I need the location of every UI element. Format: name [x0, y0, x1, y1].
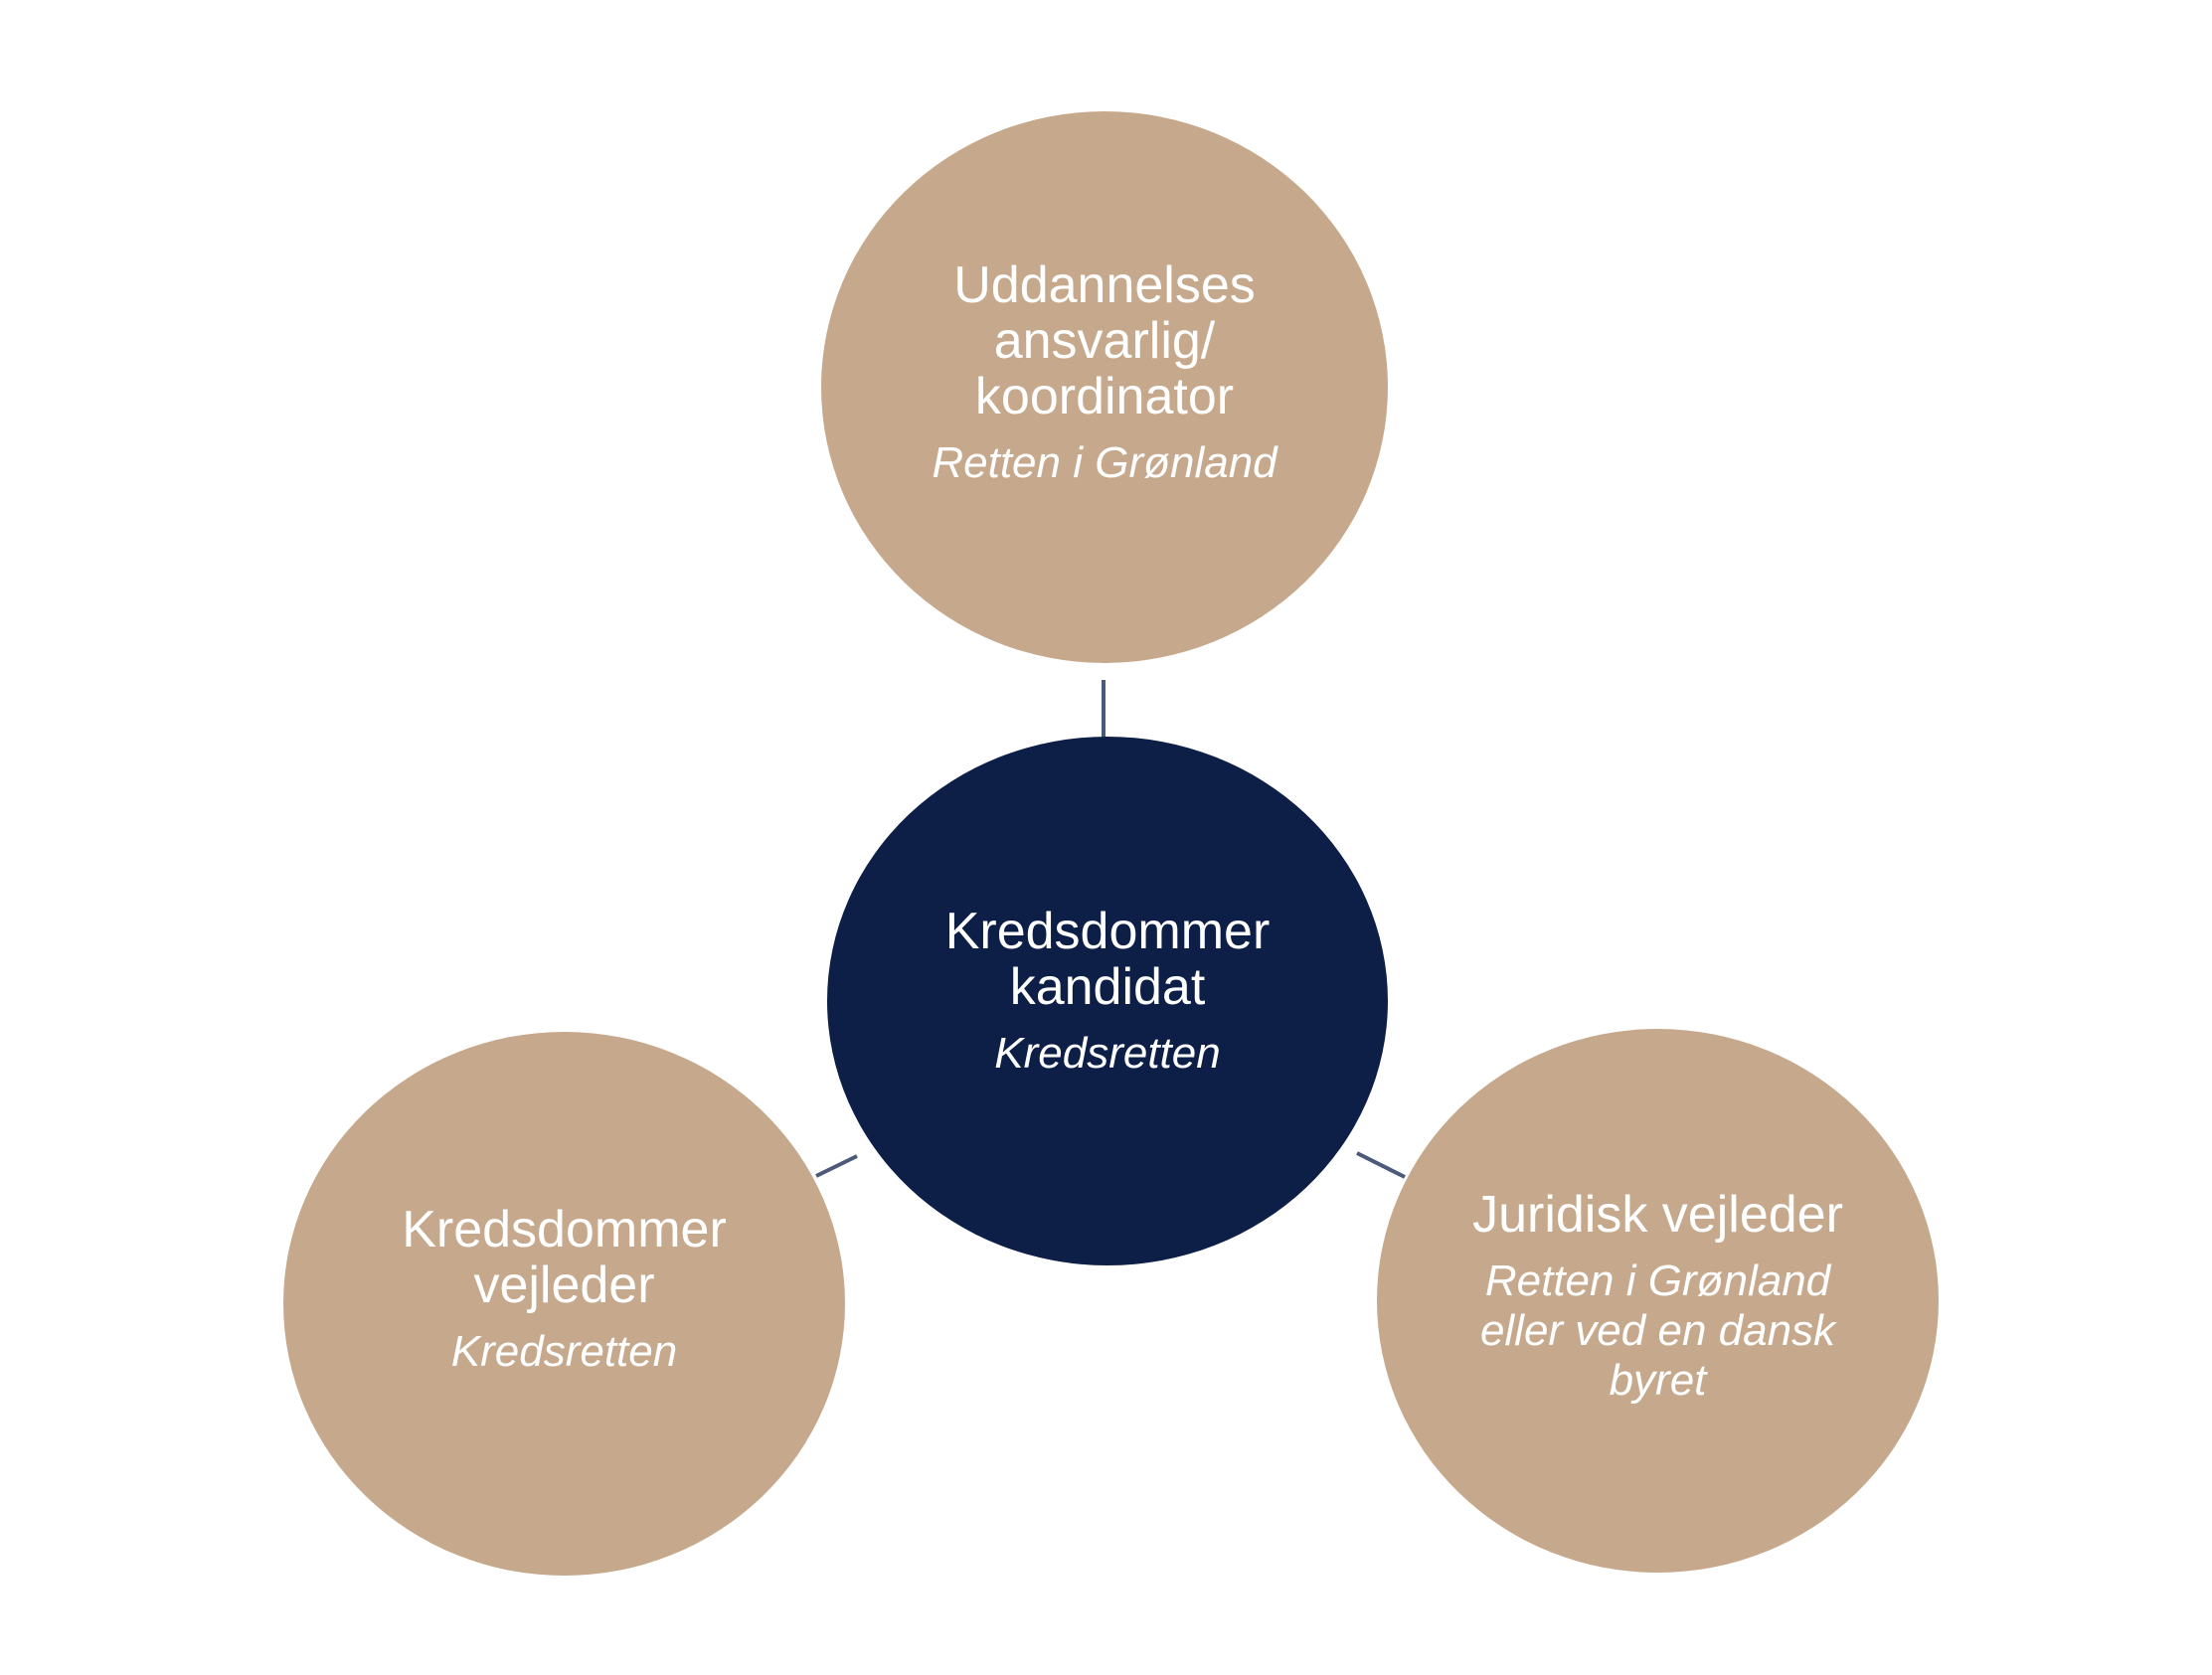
- node-title: Kredsdommer vejleder: [402, 1200, 727, 1314]
- node-hub-candidate: Kredsdommer kandidat Kredsretten: [827, 737, 1388, 1265]
- node-judge-supervisor: Kredsdommer vejleder Kredsretten: [283, 1032, 845, 1576]
- node-legal-supervisor: Juridisk vejleder Retten i Grønland elle…: [1377, 1029, 1939, 1573]
- connector-bottom-right: [1356, 1151, 1406, 1179]
- node-subtitle: Kredsretten: [450, 1326, 678, 1376]
- node-subtitle: Retten i Grønland eller ved en dansk byr…: [1479, 1256, 1836, 1405]
- node-title: Kredsdommer kandidat: [944, 903, 1271, 1016]
- connector-bottom-left: [815, 1154, 858, 1178]
- node-education-coordinator: Uddannelses ansvarlig/ koordinator Rette…: [821, 111, 1388, 663]
- node-subtitle: Retten i Grønland: [932, 437, 1277, 487]
- node-subtitle: Kredsretten: [994, 1029, 1221, 1078]
- node-title: Juridisk vejleder: [1472, 1185, 1843, 1244]
- node-title: Uddannelses ansvarlig/ koordinator: [953, 255, 1256, 425]
